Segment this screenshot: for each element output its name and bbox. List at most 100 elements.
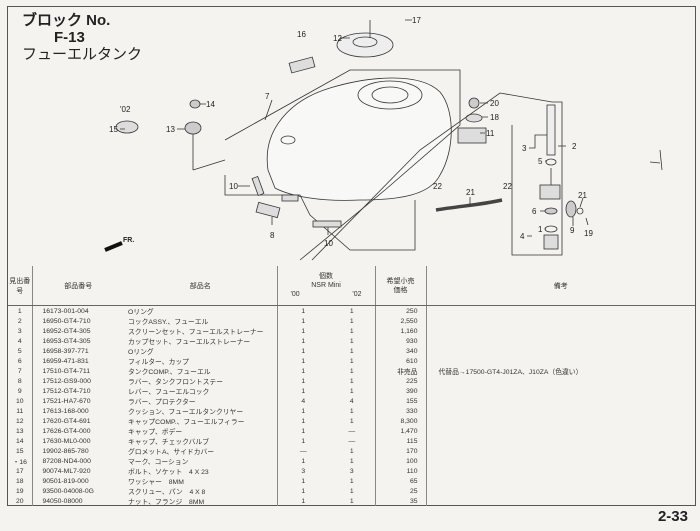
callout-20: 20 — [490, 99, 499, 108]
cell-part: 94050-08000 — [42, 497, 83, 505]
cell-remarks — [426, 376, 695, 386]
cell-no: 4 — [8, 336, 33, 346]
cell-name: スクリーンセット、フューエルストレーナー — [124, 326, 278, 336]
cell-q00: 1 — [301, 417, 306, 425]
cell-q02: 1 — [329, 356, 376, 366]
cell-price: 非売品 — [375, 366, 427, 376]
cell-name: ラバー、プロテクター — [124, 396, 278, 406]
cell-part: 17613-168-000 — [42, 407, 89, 415]
table-header-row: 見出番号 部品番号 部品名 個数 NSR Mini '00'02 希望小売価格 … — [8, 266, 695, 306]
cell-remarks — [426, 426, 695, 436]
cell-name: スクリュー、パン 4 X 8 — [124, 486, 278, 496]
cell-price: 610 — [375, 356, 427, 366]
cell-no: 15 — [8, 446, 33, 456]
cell-remarks — [426, 446, 695, 456]
cell-remarks — [426, 416, 695, 426]
cell-name: フィルター、カップ — [124, 356, 278, 366]
cell-part: 16958-397-771 — [42, 347, 89, 355]
cell-q00: 1 — [301, 477, 306, 485]
cell-no: 2 — [8, 316, 33, 326]
header-model: NSR Mini — [311, 282, 341, 289]
cell-name: ナット、フランジ 8MM — [124, 496, 278, 506]
callout-22: 22 — [433, 182, 442, 191]
cell-q00: 1 — [301, 327, 306, 335]
header-year-02: '02 — [352, 291, 362, 298]
cell-remarks — [426, 316, 695, 326]
cell-part: 16952-GT4-305 — [42, 327, 91, 335]
cell-q02: 1 — [329, 406, 376, 416]
cell-name: グロメットA、サイドカバー — [124, 446, 278, 456]
header-ref-no: 見出番号 — [8, 266, 33, 306]
block-label: ブロック No. — [22, 12, 111, 29]
cell-no: 13 — [8, 426, 33, 436]
callout-9: 9 — [570, 226, 575, 235]
cell-q00: 1 — [301, 457, 306, 465]
cell-part: 90501-819-000 — [42, 477, 89, 485]
cell-price: 170 — [375, 446, 427, 456]
cell-q02: 1 — [329, 376, 376, 386]
cell-part: 17630-ML0-000 — [42, 437, 91, 445]
cell-name: コックASSY.、フューエル — [124, 316, 278, 326]
cell-part: 17620-GT4-691 — [42, 417, 91, 425]
cell-q02: 3 — [329, 466, 376, 476]
block-code: F-13 — [54, 29, 85, 46]
cell-no: 17 — [8, 466, 33, 476]
cell-price: 250 — [375, 305, 427, 316]
callout-21: 21 — [466, 188, 475, 197]
callout-4: 4 — [520, 232, 525, 241]
cell-remarks — [426, 346, 695, 356]
callout-13: 13 — [166, 125, 175, 134]
callout-19: 19 — [584, 229, 593, 238]
cell-part: 93500-04008-0G — [42, 487, 94, 495]
cell-remarks — [426, 436, 695, 446]
page-number: 2-33 — [657, 508, 688, 525]
cell-no: 7 — [8, 366, 33, 376]
callout-21b: 21 — [578, 191, 587, 200]
cell-name: カップセット、フューエルストレーナー — [124, 336, 278, 346]
cell-no: 6 — [8, 356, 33, 366]
cell-name: キャップ、チェックバルブ — [124, 436, 278, 446]
cell-q00: 1 — [301, 437, 306, 445]
cell-price: 110 — [375, 466, 427, 476]
cell-name: ラバー、タンクフロントステー — [124, 376, 278, 386]
cell-part: 16173-001-004 — [42, 307, 89, 315]
cell-no: 1 — [8, 305, 33, 316]
cell-price: 155 — [375, 396, 427, 406]
cell-price: 225 — [375, 376, 427, 386]
cell-remarks — [426, 466, 695, 476]
callout-2: 2 — [572, 142, 577, 151]
header-price: 希望小売価格 — [375, 266, 427, 306]
header-remarks: 備考 — [426, 266, 695, 306]
cell-remarks — [426, 476, 695, 486]
cell-q02: — — [329, 436, 376, 446]
cell-name: レバー、フューエルコック — [124, 386, 278, 396]
cell-price: 930 — [375, 336, 427, 346]
cell-q00: 1 — [301, 487, 306, 495]
cell-part: 16959-471-831 — [42, 357, 89, 365]
front-arrow-icon — [104, 241, 123, 252]
cell-q02: — — [329, 426, 376, 436]
cell-part: 90074-ML7-920 — [42, 467, 91, 475]
callout-14: 14 — [206, 100, 215, 109]
cell-remarks — [426, 336, 695, 346]
block-header: ブロック No. F-13 フューエルタンク — [22, 12, 142, 63]
cell-name: Oリング — [124, 305, 278, 316]
cell-q00: 1 — [301, 337, 306, 345]
cell-name: Oリング — [124, 346, 278, 356]
cell-no: 11 — [8, 406, 33, 416]
cell-no: 8 — [8, 376, 33, 386]
fuel-tank-drawing — [224, 69, 461, 261]
cell-q00: 1 — [301, 377, 306, 385]
cell-q02: 1 — [329, 316, 376, 326]
cell-q02: 1 — [329, 476, 376, 486]
cell-price: 35 — [375, 496, 427, 506]
cell-no: 14 — [8, 436, 33, 446]
cell-q00: 3 — [301, 467, 306, 475]
fuel-cock-drawing — [311, 92, 563, 261]
